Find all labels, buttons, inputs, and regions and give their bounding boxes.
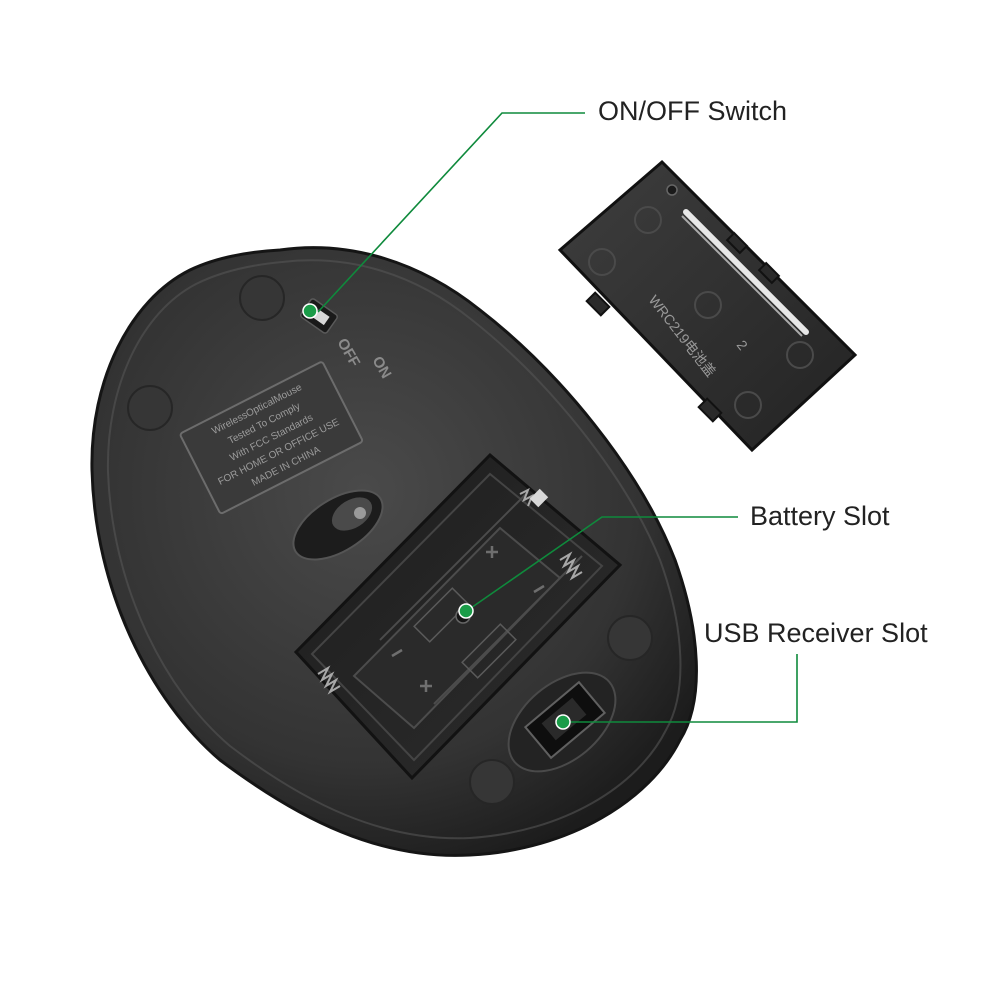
battery-compartment[interactable] bbox=[293, 452, 623, 781]
foot-right bbox=[607, 615, 653, 661]
switch-callout-line bbox=[317, 112, 585, 313]
battery-dot bbox=[458, 603, 474, 619]
foot-bottom bbox=[469, 759, 515, 805]
switch-dot bbox=[302, 303, 318, 319]
mouse-label-plate: WirelessOpticalMouse Tested To Comply Wi… bbox=[179, 361, 364, 515]
battery-plus-icon bbox=[420, 546, 498, 692]
usb-callout-line bbox=[565, 654, 798, 723]
battery-cover[interactable]: WRC219电池盖 2 bbox=[557, 159, 858, 453]
usb-dot bbox=[555, 714, 571, 730]
foot-left bbox=[127, 385, 173, 431]
callout-dots bbox=[302, 303, 571, 730]
callout-lines bbox=[317, 112, 798, 723]
battery-slot-label: Battery Slot bbox=[750, 501, 890, 531]
battery-callout-line bbox=[467, 516, 738, 611]
battery-minus-icon bbox=[391, 584, 545, 658]
on-off-switch-label: ON/OFF Switch bbox=[598, 96, 788, 126]
mouse-feet bbox=[127, 275, 653, 805]
foot-top bbox=[239, 275, 285, 321]
optical-sensor bbox=[292, 489, 384, 561]
usb-receiver-slot-label: USB Receiver Slot bbox=[704, 618, 928, 648]
